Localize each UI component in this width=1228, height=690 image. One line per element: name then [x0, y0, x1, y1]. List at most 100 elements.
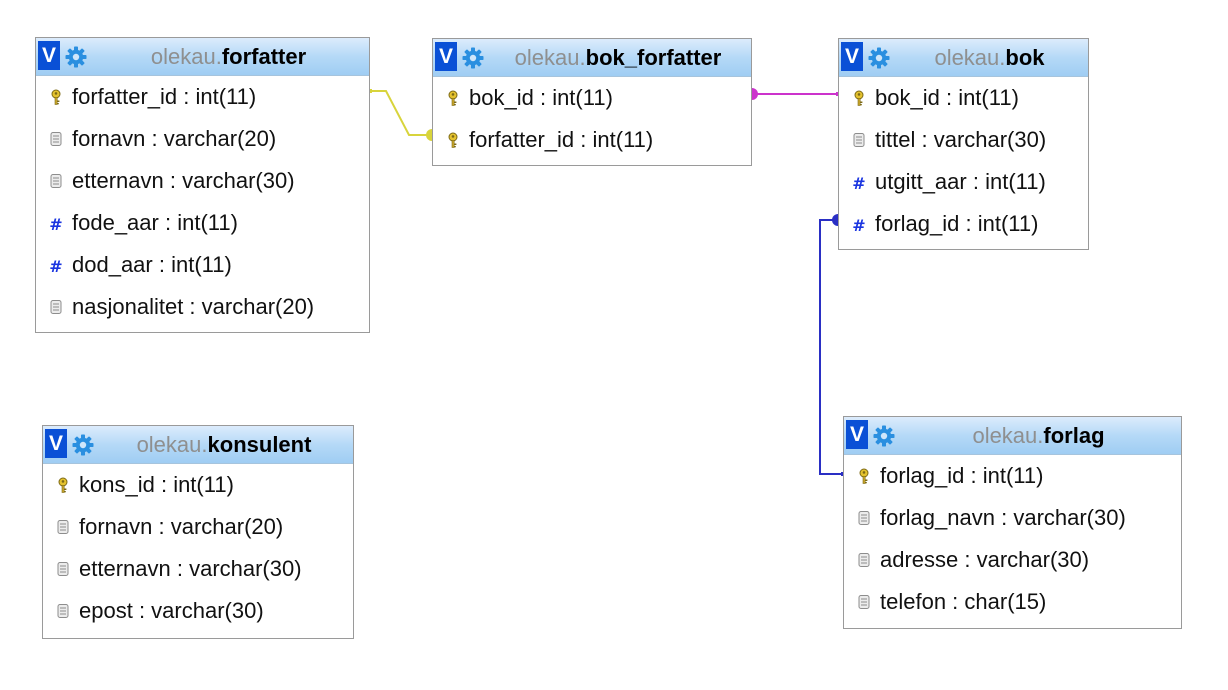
key-icon: [851, 90, 867, 106]
column-name: forfatter_id: [469, 127, 575, 152]
column-name: telefon: [880, 589, 947, 614]
text-icon: [55, 603, 71, 619]
column-name: forlag_id: [875, 211, 960, 236]
column-name: fornavn: [72, 126, 146, 151]
column-name: forlag_navn: [880, 505, 995, 530]
column-name: adresse: [880, 547, 959, 572]
relation-line[interactable]: [819, 219, 843, 475]
column-type: varchar(30): [182, 168, 295, 193]
column-row[interactable]: adresse : varchar(30): [844, 539, 1181, 581]
relation-line[interactable]: [370, 90, 432, 136]
column-type: int(11): [195, 84, 257, 109]
column-name: epost: [79, 598, 133, 623]
key-icon: [445, 90, 461, 106]
table-name: forfatter: [221, 44, 307, 69]
table-db-name: olekau: [934, 45, 1000, 70]
column-type: varchar(30): [976, 547, 1090, 572]
text-icon: [851, 132, 867, 148]
column-type: int(11): [171, 252, 232, 277]
toggle-columns-button[interactable]: V: [435, 42, 457, 71]
key-icon: [856, 468, 872, 484]
column-row[interactable]: telefon : char(15): [844, 581, 1181, 623]
column-row[interactable]: #utgitt_aar : int(11): [839, 161, 1088, 203]
column-type: int(11): [977, 211, 1039, 236]
table-title: olekau.forfatter: [150, 44, 307, 69]
column-name: forfatter_id: [72, 84, 178, 109]
column-type: varchar(20): [163, 126, 277, 151]
number-icon: #: [49, 215, 63, 234]
table-name: forlag: [1043, 423, 1105, 448]
column-type: char(15): [964, 589, 1047, 614]
column-type: int(11): [592, 127, 654, 152]
column-row[interactable]: kons_id : int(11): [43, 464, 353, 506]
text-icon: [55, 519, 71, 535]
column-name: etternavn: [79, 556, 171, 581]
toggle-columns-button[interactable]: V: [38, 41, 60, 70]
text-icon: [55, 561, 71, 577]
column-type: varchar(30): [933, 127, 1047, 152]
gear-icon[interactable]: [65, 46, 87, 68]
column-row[interactable]: fornavn : varchar(20): [36, 118, 369, 160]
column-row[interactable]: #fode_aar : int(11): [36, 202, 369, 244]
column-row[interactable]: forfatter_id : int(11): [36, 76, 369, 118]
column-type: varchar(20): [170, 514, 284, 539]
toggle-columns-button[interactable]: V: [45, 429, 67, 458]
column-type: int(11): [552, 85, 613, 110]
text-icon: [856, 552, 872, 568]
column-type: varchar(30): [1013, 505, 1126, 530]
text-icon: [48, 173, 64, 189]
table-title: olekau.bok_forfatter: [514, 45, 722, 70]
column-name: dod_aar: [72, 252, 153, 277]
column-name: utgitt_aar: [875, 169, 967, 194]
column-type: varchar(30): [151, 598, 264, 623]
column-row[interactable]: bok_id : int(11): [433, 77, 751, 119]
table-db-name: olekau: [150, 44, 216, 69]
text-icon: [856, 510, 872, 526]
column-name: kons_id: [79, 472, 155, 497]
column-row[interactable]: fornavn : varchar(20): [43, 506, 353, 548]
text-icon: [48, 131, 64, 147]
column-type: int(11): [177, 210, 238, 235]
column-row[interactable]: forlag_navn : varchar(30): [844, 497, 1181, 539]
column-row[interactable]: etternavn : varchar(30): [36, 160, 369, 202]
number-icon: #: [852, 174, 866, 193]
column-row[interactable]: forlag_id : int(11): [844, 455, 1181, 497]
column-row[interactable]: epost : varchar(30): [43, 590, 353, 632]
column-row[interactable]: nasjonalitet : varchar(20): [36, 286, 369, 328]
column-row[interactable]: forfatter_id : int(11): [433, 119, 751, 161]
toggle-columns-button[interactable]: V: [846, 420, 868, 449]
column-type: int(11): [985, 169, 1046, 194]
column-row[interactable]: bok_id : int(11): [839, 77, 1088, 119]
gear-icon[interactable]: [72, 434, 94, 456]
gear-icon[interactable]: [868, 47, 890, 69]
gear-icon[interactable]: [462, 47, 484, 69]
table-title: olekau.konsulent: [136, 432, 312, 457]
column-name: fode_aar: [72, 210, 159, 235]
key-icon: [55, 477, 71, 493]
gear-icon[interactable]: [873, 425, 895, 447]
column-name: forlag_id: [880, 463, 965, 488]
column-row[interactable]: tittel : varchar(30): [839, 119, 1088, 161]
relation-start-marker: [368, 89, 372, 93]
column-row[interactable]: #forlag_id : int(11): [839, 203, 1088, 245]
column-name: etternavn: [72, 168, 164, 193]
toggle-columns-button[interactable]: V: [841, 42, 863, 71]
column-row[interactable]: #dod_aar : int(11): [36, 244, 369, 286]
table-name: bok_forfatter: [585, 45, 722, 70]
number-icon: #: [852, 216, 866, 235]
column-type: varchar(20): [201, 294, 315, 319]
column-type: int(11): [958, 85, 1019, 110]
table-db-name: olekau: [514, 45, 580, 70]
column-row[interactable]: etternavn : varchar(30): [43, 548, 353, 590]
